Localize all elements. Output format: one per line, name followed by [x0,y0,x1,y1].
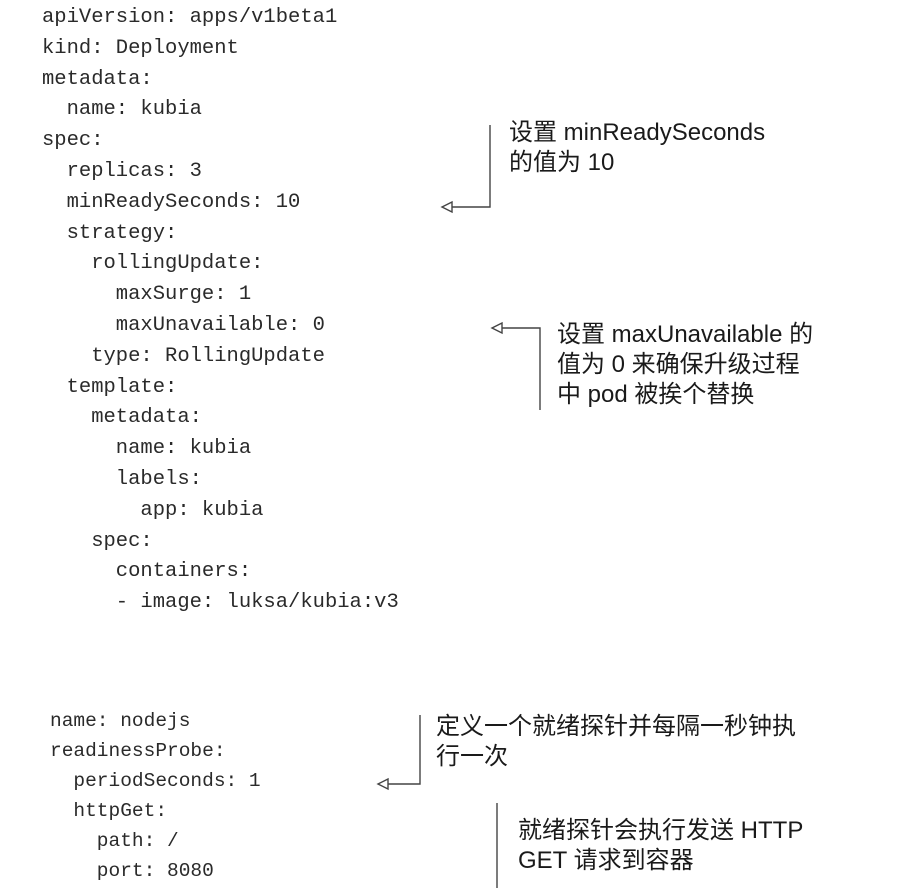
deployment-yaml-code: apiVersion: apps/v1beta1 kind: Deployment… [42,3,399,619]
arrowhead-icon [490,321,503,335]
code-line: name: nodejs [50,710,191,732]
code-line: metadata: [42,406,202,430]
readiness-probe-yaml-code: name: nodejs readinessProbe: periodSecond… [50,706,261,886]
code-line: labels: [42,467,202,491]
code-line: name: kubia [42,98,202,122]
code-line: template: [42,375,178,399]
annotation-line: 定义一个就绪探针并每隔一秒钟执 [436,713,796,740]
annotation-line: 值为 0 来确保升级过程 [557,351,800,378]
annotation-line: 设置 maxUnavailable 的 [557,321,814,348]
code-line: name: kubia [42,437,252,461]
callout-line [382,715,421,785]
code-line: metadata: [42,67,153,91]
code-line: replicas: 3 [42,159,202,183]
annotation-line: 设置 minReadySeconds [509,119,766,146]
code-line: spec: [42,529,153,553]
code-line-min-ready-seconds: minReadySeconds: 10 [42,190,301,214]
code-line-period-seconds: periodSeconds: 1 [50,770,261,792]
arrowhead-icon [440,200,453,214]
code-line: rollingUpdate: [42,252,264,276]
annotation-line: 的值为 10 [509,149,615,176]
code-line: port: 8080 [50,860,214,882]
code-line: spec: [42,129,104,153]
annotation-line: 中 pod 被挨个替换 [557,381,755,408]
code-line: readinessProbe: [50,740,226,762]
code-line: containers: [42,560,252,584]
callout-line [494,327,541,410]
code-line: kind: Deployment [42,36,239,60]
annotation-period-seconds: 定义一个就绪探针并每隔一秒钟执 行一次 [436,712,796,772]
annotation-max-unavailable: 设置 maxUnavailable 的 值为 0 来确保升级过程 中 pod 被… [557,320,813,410]
code-line: path: / [50,830,179,852]
annotation-line: 行一次 [436,743,508,770]
callout-line [446,125,491,208]
code-line: app: kubia [42,498,264,522]
code-line: httpGet: [50,800,168,822]
annotation-http-get: 就绪探针会执行发送 HTTP GET 请求到容器 [518,816,803,876]
code-line-max-unavailable: maxUnavailable: 0 [42,313,325,337]
annotation-min-ready-seconds: 设置 minReadySeconds 的值为 10 [509,118,765,178]
annotation-line: GET 请求到容器 [518,847,694,874]
code-line: maxSurge: 1 [42,283,252,307]
arrowhead-icon [376,777,389,791]
annotation-line: 就绪探针会执行发送 HTTP [518,817,804,844]
code-line: apiVersion: apps/v1beta1 [42,6,338,29]
code-line: strategy: [42,221,178,245]
code-line: type: RollingUpdate [42,344,325,368]
code-line: - image: luksa/kubia:v3 [42,591,399,615]
